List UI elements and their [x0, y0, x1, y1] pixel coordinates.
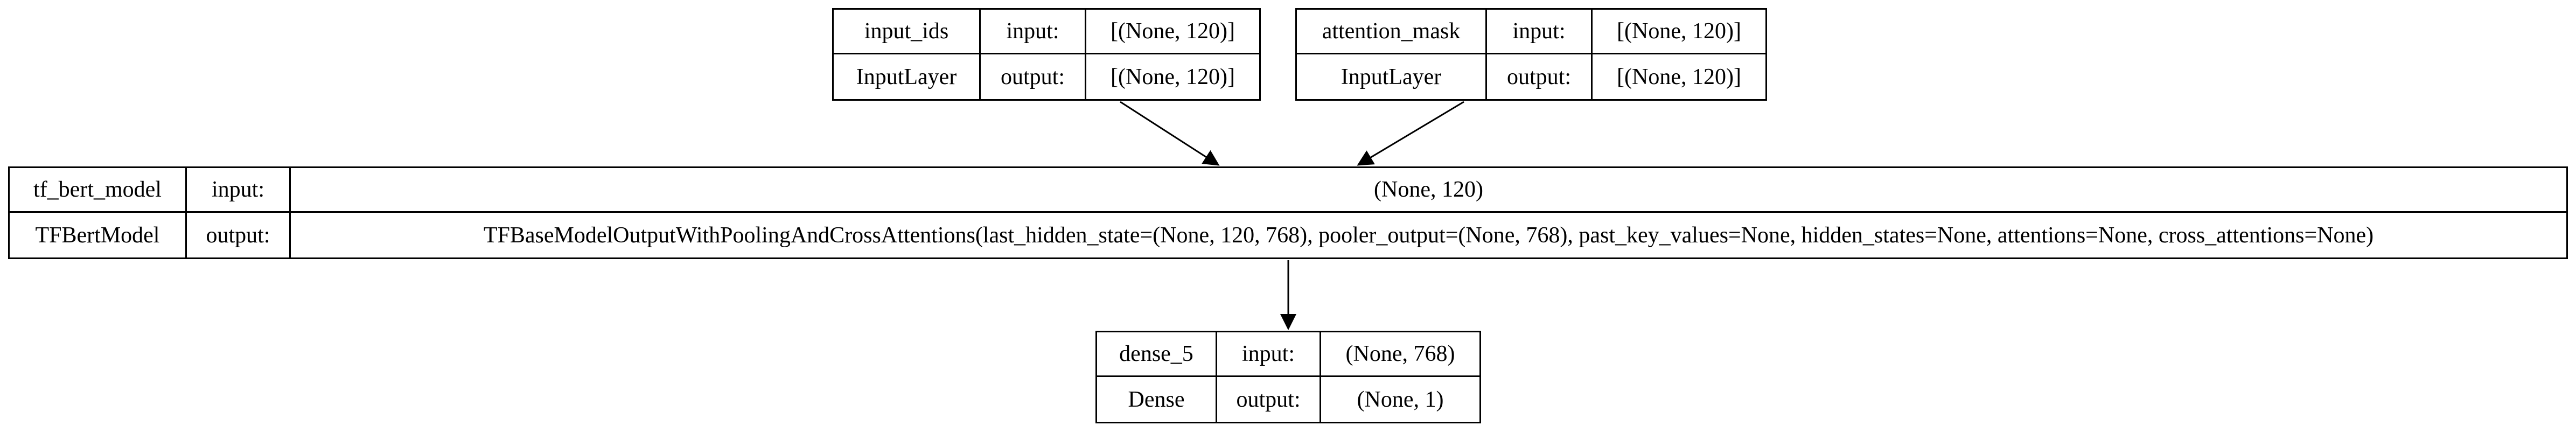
- input-shape: (None, 120): [291, 168, 2566, 213]
- layer-type: TFBertModel: [10, 213, 187, 257]
- layer-name: attention_mask: [1297, 10, 1487, 54]
- input-shape: (None, 768): [1321, 332, 1479, 377]
- node-tf-bert-model: tf_bert_model input: (None, 120) TFBertM…: [8, 166, 2568, 259]
- layer-name: tf_bert_model: [10, 168, 187, 213]
- output-label: output:: [981, 54, 1086, 99]
- input-shape: [(None, 120)]: [1593, 10, 1765, 54]
- layer-name: input_ids: [834, 10, 981, 54]
- layer-type: InputLayer: [834, 54, 981, 99]
- input-label: input:: [981, 10, 1086, 54]
- node-attention-mask: attention_mask input: [(None, 120)] Inpu…: [1295, 8, 1767, 101]
- edge-attention-mask-to-tf-bert-model: [1357, 101, 1464, 166]
- output-shape: (None, 1): [1357, 387, 1444, 412]
- edge-input-ids-to-tf-bert-model: [1120, 101, 1220, 166]
- input-shape: [(None, 120)]: [1086, 10, 1259, 54]
- output-shape: [(None, 120)]: [1111, 64, 1235, 89]
- layer-type: InputLayer: [1297, 54, 1487, 99]
- input-label: input:: [1217, 332, 1321, 377]
- input-label: input:: [1487, 10, 1593, 54]
- output-label: output:: [1217, 377, 1321, 422]
- node-dense-5: dense_5 input: (None, 768) Dense output:…: [1095, 331, 1481, 423]
- input-label: input:: [187, 168, 291, 213]
- output-shape: TFBaseModelOutputWithPoolingAndCrossAtte…: [483, 222, 2374, 248]
- layer-type: Dense: [1097, 377, 1217, 422]
- output-shape: [(None, 120)]: [1617, 64, 1741, 89]
- output-label: output:: [1487, 54, 1593, 99]
- output-label: output:: [187, 213, 291, 257]
- node-input-ids: input_ids input: [(None, 120)] InputLaye…: [832, 8, 1261, 101]
- layer-name: dense_5: [1097, 332, 1217, 377]
